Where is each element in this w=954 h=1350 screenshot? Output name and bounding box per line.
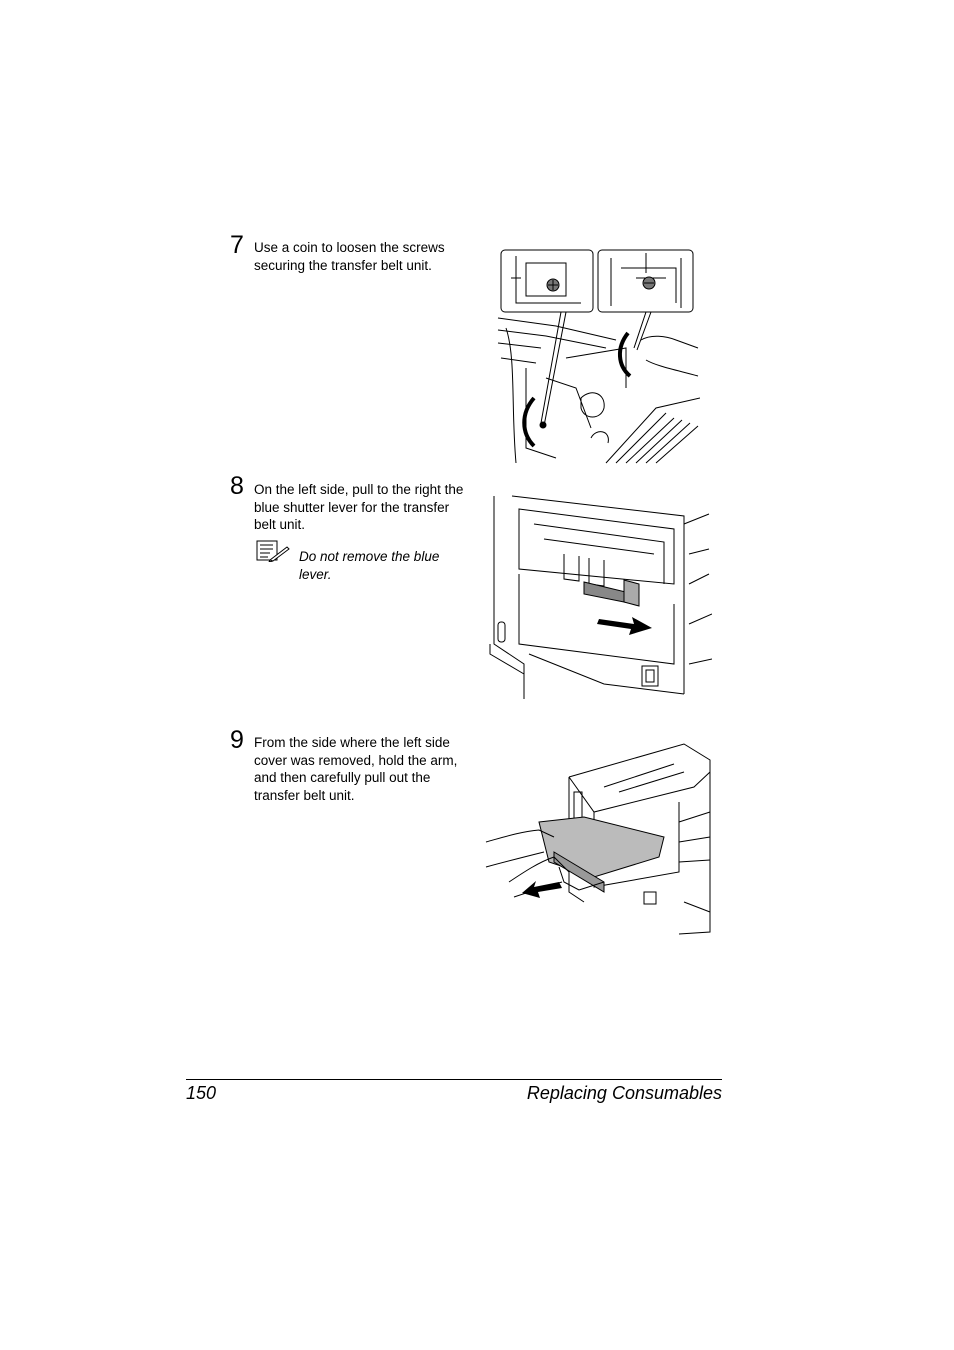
footer-divider	[186, 1079, 722, 1080]
page-number: 150	[186, 1083, 217, 1103]
step-8-text: On the left side, pull to the right the …	[254, 482, 464, 533]
step-7-number: 7	[230, 231, 244, 259]
screw-loosening-illustration	[496, 248, 700, 466]
step-9-number: 9	[230, 726, 244, 754]
step-7-text: Use a coin to loosen the screws securing…	[254, 240, 445, 273]
step-8-note: Do not remove the blue lever.	[299, 549, 440, 582]
pull-out-belt-illustration	[484, 742, 712, 938]
section-title: Replacing Consumables	[526, 1083, 722, 1103]
shutter-lever-illustration	[484, 494, 712, 702]
note-pencil-icon	[256, 540, 290, 562]
step-8-number: 8	[230, 472, 244, 500]
step-9-text: From the side where the left side cover …	[254, 735, 458, 803]
